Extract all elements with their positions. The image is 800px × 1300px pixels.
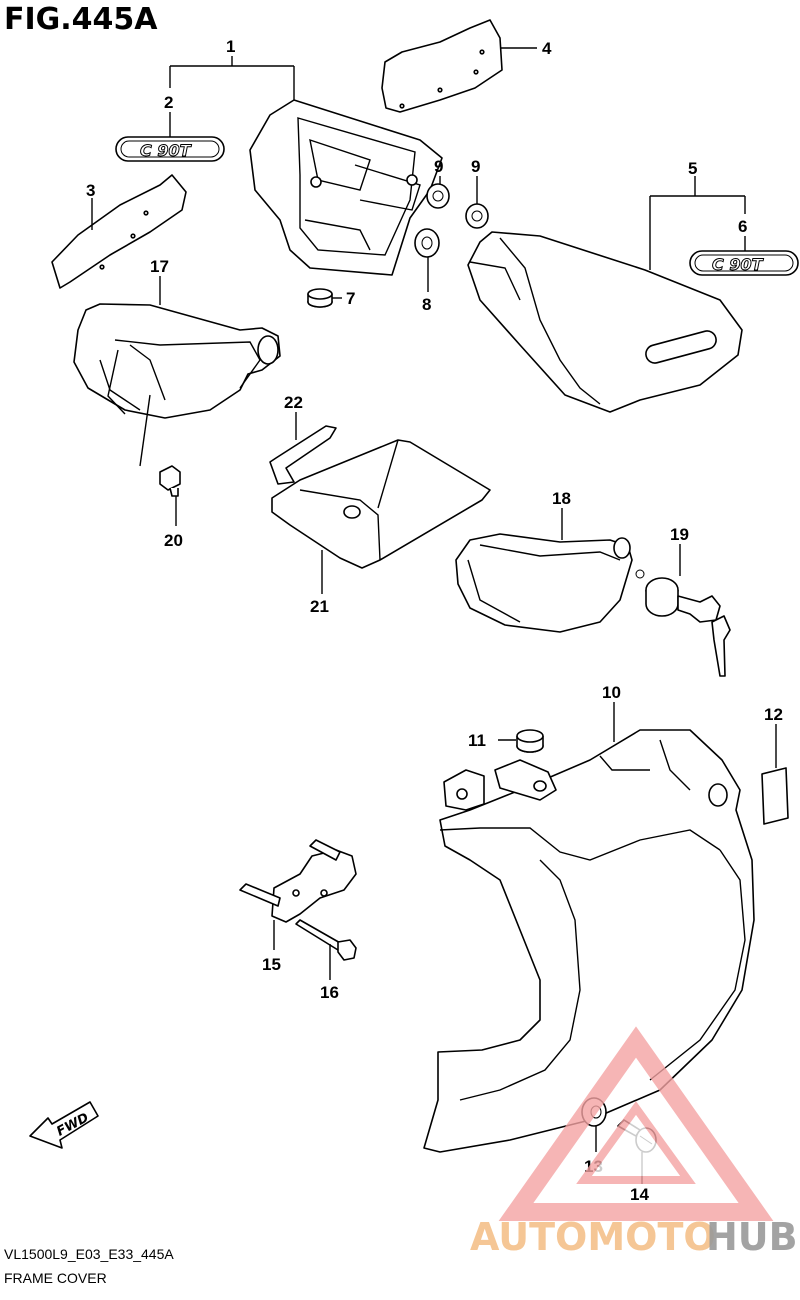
part-18-cover xyxy=(455,533,633,633)
part-22-hex-wrench xyxy=(269,425,337,485)
part-8-grommet xyxy=(414,228,440,258)
part-7-grommet xyxy=(307,288,333,308)
part-15-bracket xyxy=(239,839,357,923)
part-9-grommet-a xyxy=(426,183,450,209)
part-21-tool-bag xyxy=(271,439,491,569)
callout-17: 17 xyxy=(150,257,169,276)
callout-18: 18 xyxy=(552,489,571,508)
part-4-cover-pad xyxy=(381,19,503,113)
callout-21: 21 xyxy=(310,597,329,616)
callout-labels: 1 2 3 4 5 6 7 8 9 9 10 11 12 13 14 15 16… xyxy=(86,37,783,1204)
callout-9a: 9 xyxy=(434,157,443,176)
leader-lines xyxy=(91,47,777,1184)
callout-10: 10 xyxy=(602,683,621,702)
figure-title: FIG.445A xyxy=(4,2,158,37)
part-6-emblem: C 90T xyxy=(689,250,799,276)
watermark-text: AUTOMOTO HUB xyxy=(470,1215,798,1259)
part-19-lock-and-key xyxy=(635,569,731,677)
callout-14: 14 xyxy=(630,1185,649,1204)
callout-1: 1 xyxy=(226,37,235,56)
section-name: FRAME COVER xyxy=(4,1270,107,1286)
watermark-triangle xyxy=(498,1026,774,1221)
part-1-frame-cover-front xyxy=(249,99,443,276)
part-10-rear-frame-cover xyxy=(423,729,755,1153)
callout-16: 16 xyxy=(320,983,339,1002)
part-5-side-cover xyxy=(467,231,743,413)
watermark-text-part1: AUTOMOTO xyxy=(470,1215,716,1259)
callout-7: 7 xyxy=(346,289,355,308)
watermark-inner-triangle xyxy=(576,1101,696,1184)
callout-20: 20 xyxy=(164,531,183,550)
callout-9b: 9 xyxy=(471,157,480,176)
callout-5: 5 xyxy=(688,159,697,178)
emblem-text-2: C 90T xyxy=(712,255,764,274)
part-9-grommet-b xyxy=(465,203,489,229)
part-12-label xyxy=(761,767,789,825)
part-3-cover-pad xyxy=(51,174,187,289)
watermark-text-part2: HUB xyxy=(706,1215,798,1259)
emblem-text: C 90T xyxy=(140,141,192,160)
part-16-bolt xyxy=(295,919,357,961)
callout-3: 3 xyxy=(86,181,95,200)
callout-15: 15 xyxy=(262,955,281,974)
part-2-emblem: C 90T xyxy=(115,136,225,162)
part-20-bolt xyxy=(159,465,181,497)
callout-19: 19 xyxy=(670,525,689,544)
callout-8: 8 xyxy=(422,295,431,314)
callout-22: 22 xyxy=(284,393,303,412)
fwd-arrow: FWD xyxy=(29,1101,99,1149)
callout-4: 4 xyxy=(542,39,552,58)
callout-12: 12 xyxy=(764,705,783,724)
callout-6: 6 xyxy=(738,217,747,236)
model-code: VL1500L9_E03_E33_445A xyxy=(4,1246,174,1262)
part-11-grommet xyxy=(516,729,544,753)
part-17-tool-box xyxy=(73,303,281,419)
callout-2: 2 xyxy=(164,93,173,112)
watermark-logo xyxy=(498,1026,774,1221)
callout-11: 11 xyxy=(468,731,486,750)
